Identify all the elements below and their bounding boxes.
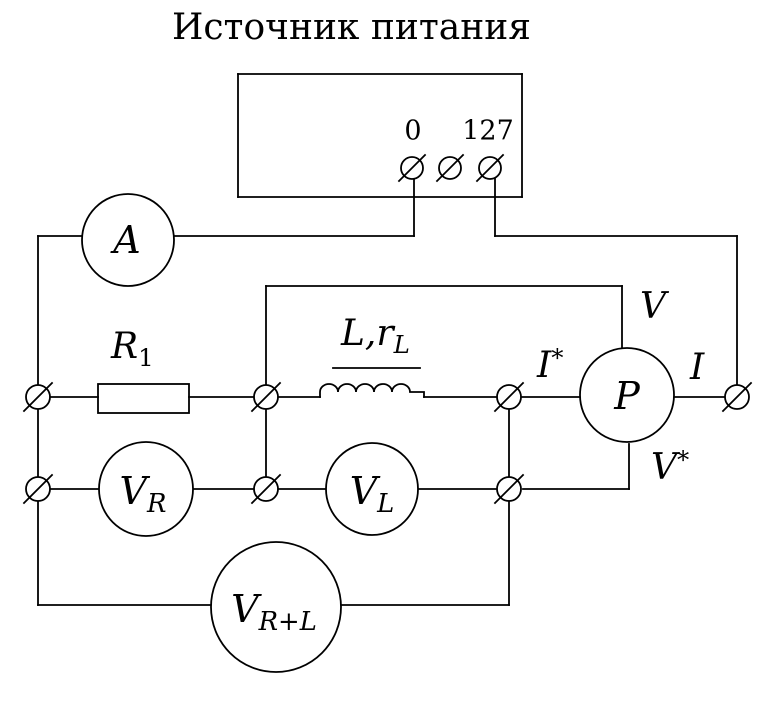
circuit-terminals	[22, 381, 753, 505]
diagram-title: Источник питания	[172, 7, 531, 48]
inductor-label: L,rL	[341, 313, 410, 359]
voltmeter-l-label: VL	[349, 469, 395, 520]
voltmeter-rl-label: VR+L	[231, 587, 317, 638]
terminal-0-label: 0	[404, 115, 422, 147]
terminal-127-label: 127	[462, 115, 514, 147]
source-terminals	[397, 153, 505, 183]
inductor-coil	[319, 367, 425, 398]
voltmeter-r-circle	[98, 441, 194, 537]
wattmeter-circle	[579, 347, 675, 443]
wattmeter-current-star-label: I*	[537, 342, 564, 386]
resistor-label: R1	[111, 326, 154, 372]
power-source-box	[237, 73, 523, 198]
voltmeter-l-circle	[325, 442, 419, 536]
resistor-r1	[97, 383, 190, 414]
wattmeter-voltage-label: V	[640, 286, 666, 327]
ammeter-circle	[81, 193, 175, 287]
voltmeter-rl-circle	[210, 541, 342, 673]
ammeter-label: A	[113, 218, 141, 262]
wattmeter-label: P	[614, 374, 640, 418]
voltmeter-r-label: VR	[119, 469, 167, 520]
wattmeter-voltage-star-label: V*	[651, 444, 690, 488]
wires	[37, 178, 738, 606]
wattmeter-current-label: I	[690, 347, 705, 388]
